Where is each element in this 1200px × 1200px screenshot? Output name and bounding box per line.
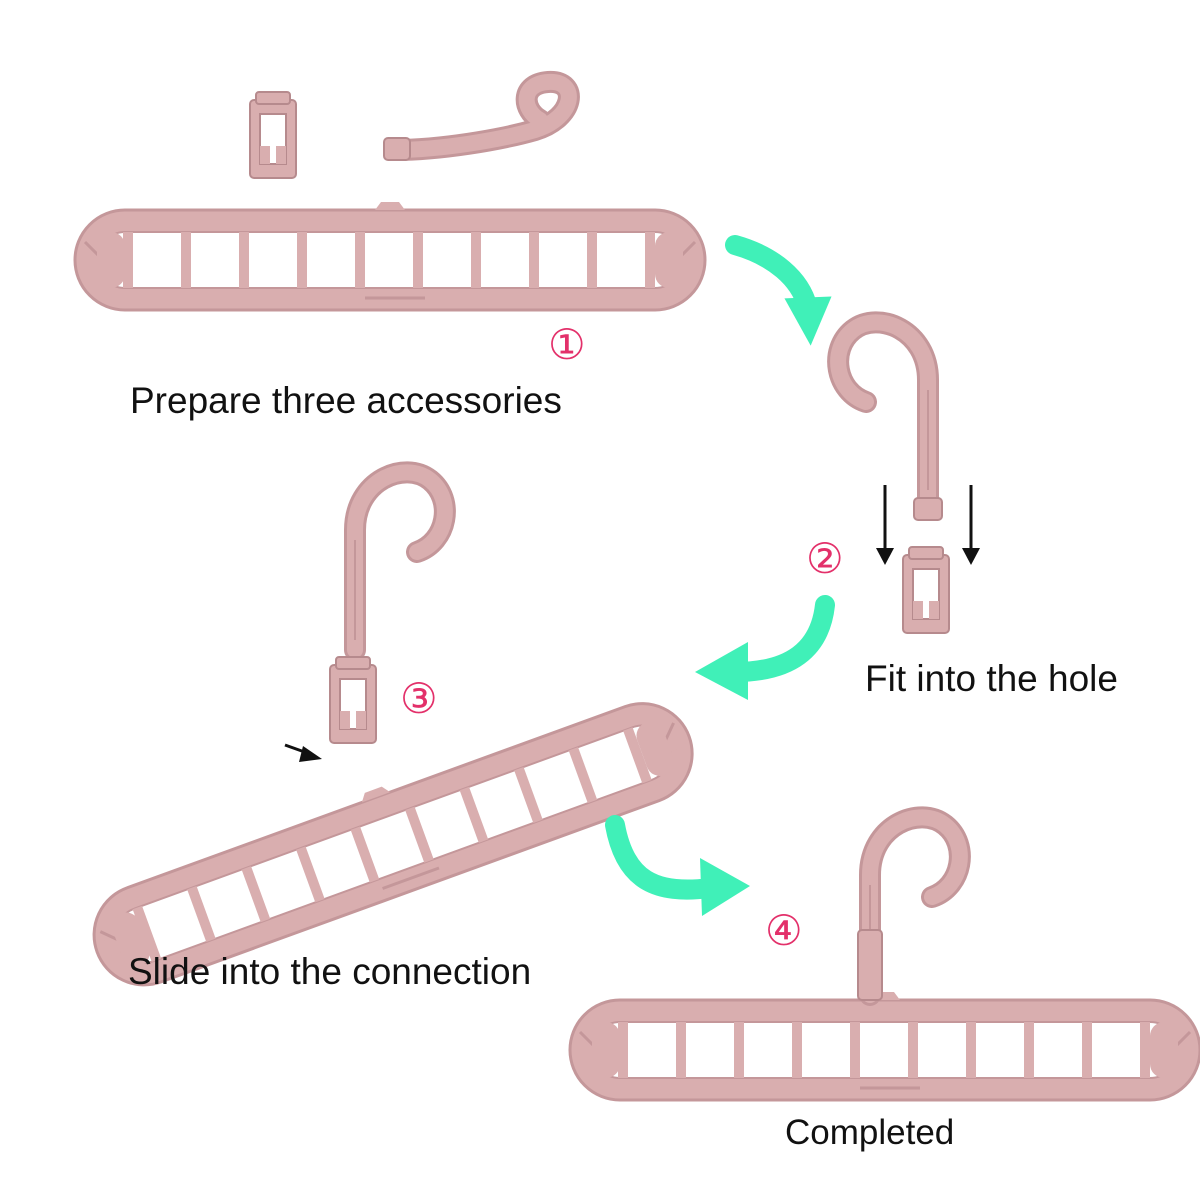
caption-step-1: Prepare three accessories (130, 380, 562, 421)
step3-clip (329, 656, 377, 744)
step2-clip (902, 546, 950, 634)
step3-guide-arrow (284, 743, 322, 762)
step4-hook-collar (857, 929, 883, 1001)
step1-hook-part (383, 71, 580, 161)
flow-arrow-1 (720, 245, 837, 348)
caption-step-3: Slide into the connection (128, 951, 532, 992)
step1-hanger-bar (73, 200, 707, 312)
flow-arrow-2 (695, 595, 835, 700)
step-number-2: ② (806, 534, 844, 583)
step-number-1: ① (548, 320, 586, 369)
step-number-3: ③ (400, 674, 438, 723)
step4-hanger-bar (568, 990, 1200, 1102)
step3-hook (355, 472, 445, 650)
caption-step-4: Completed (785, 1113, 955, 1152)
step4-hook (870, 817, 960, 995)
caption-step-2: Fit into the hole (865, 658, 1118, 699)
flow-arrow-3 (605, 815, 750, 916)
step1-clip-part (249, 91, 297, 179)
step2-guide-arrows (876, 485, 980, 565)
step2-hook (838, 322, 943, 521)
step-number-4: ④ (765, 906, 803, 955)
